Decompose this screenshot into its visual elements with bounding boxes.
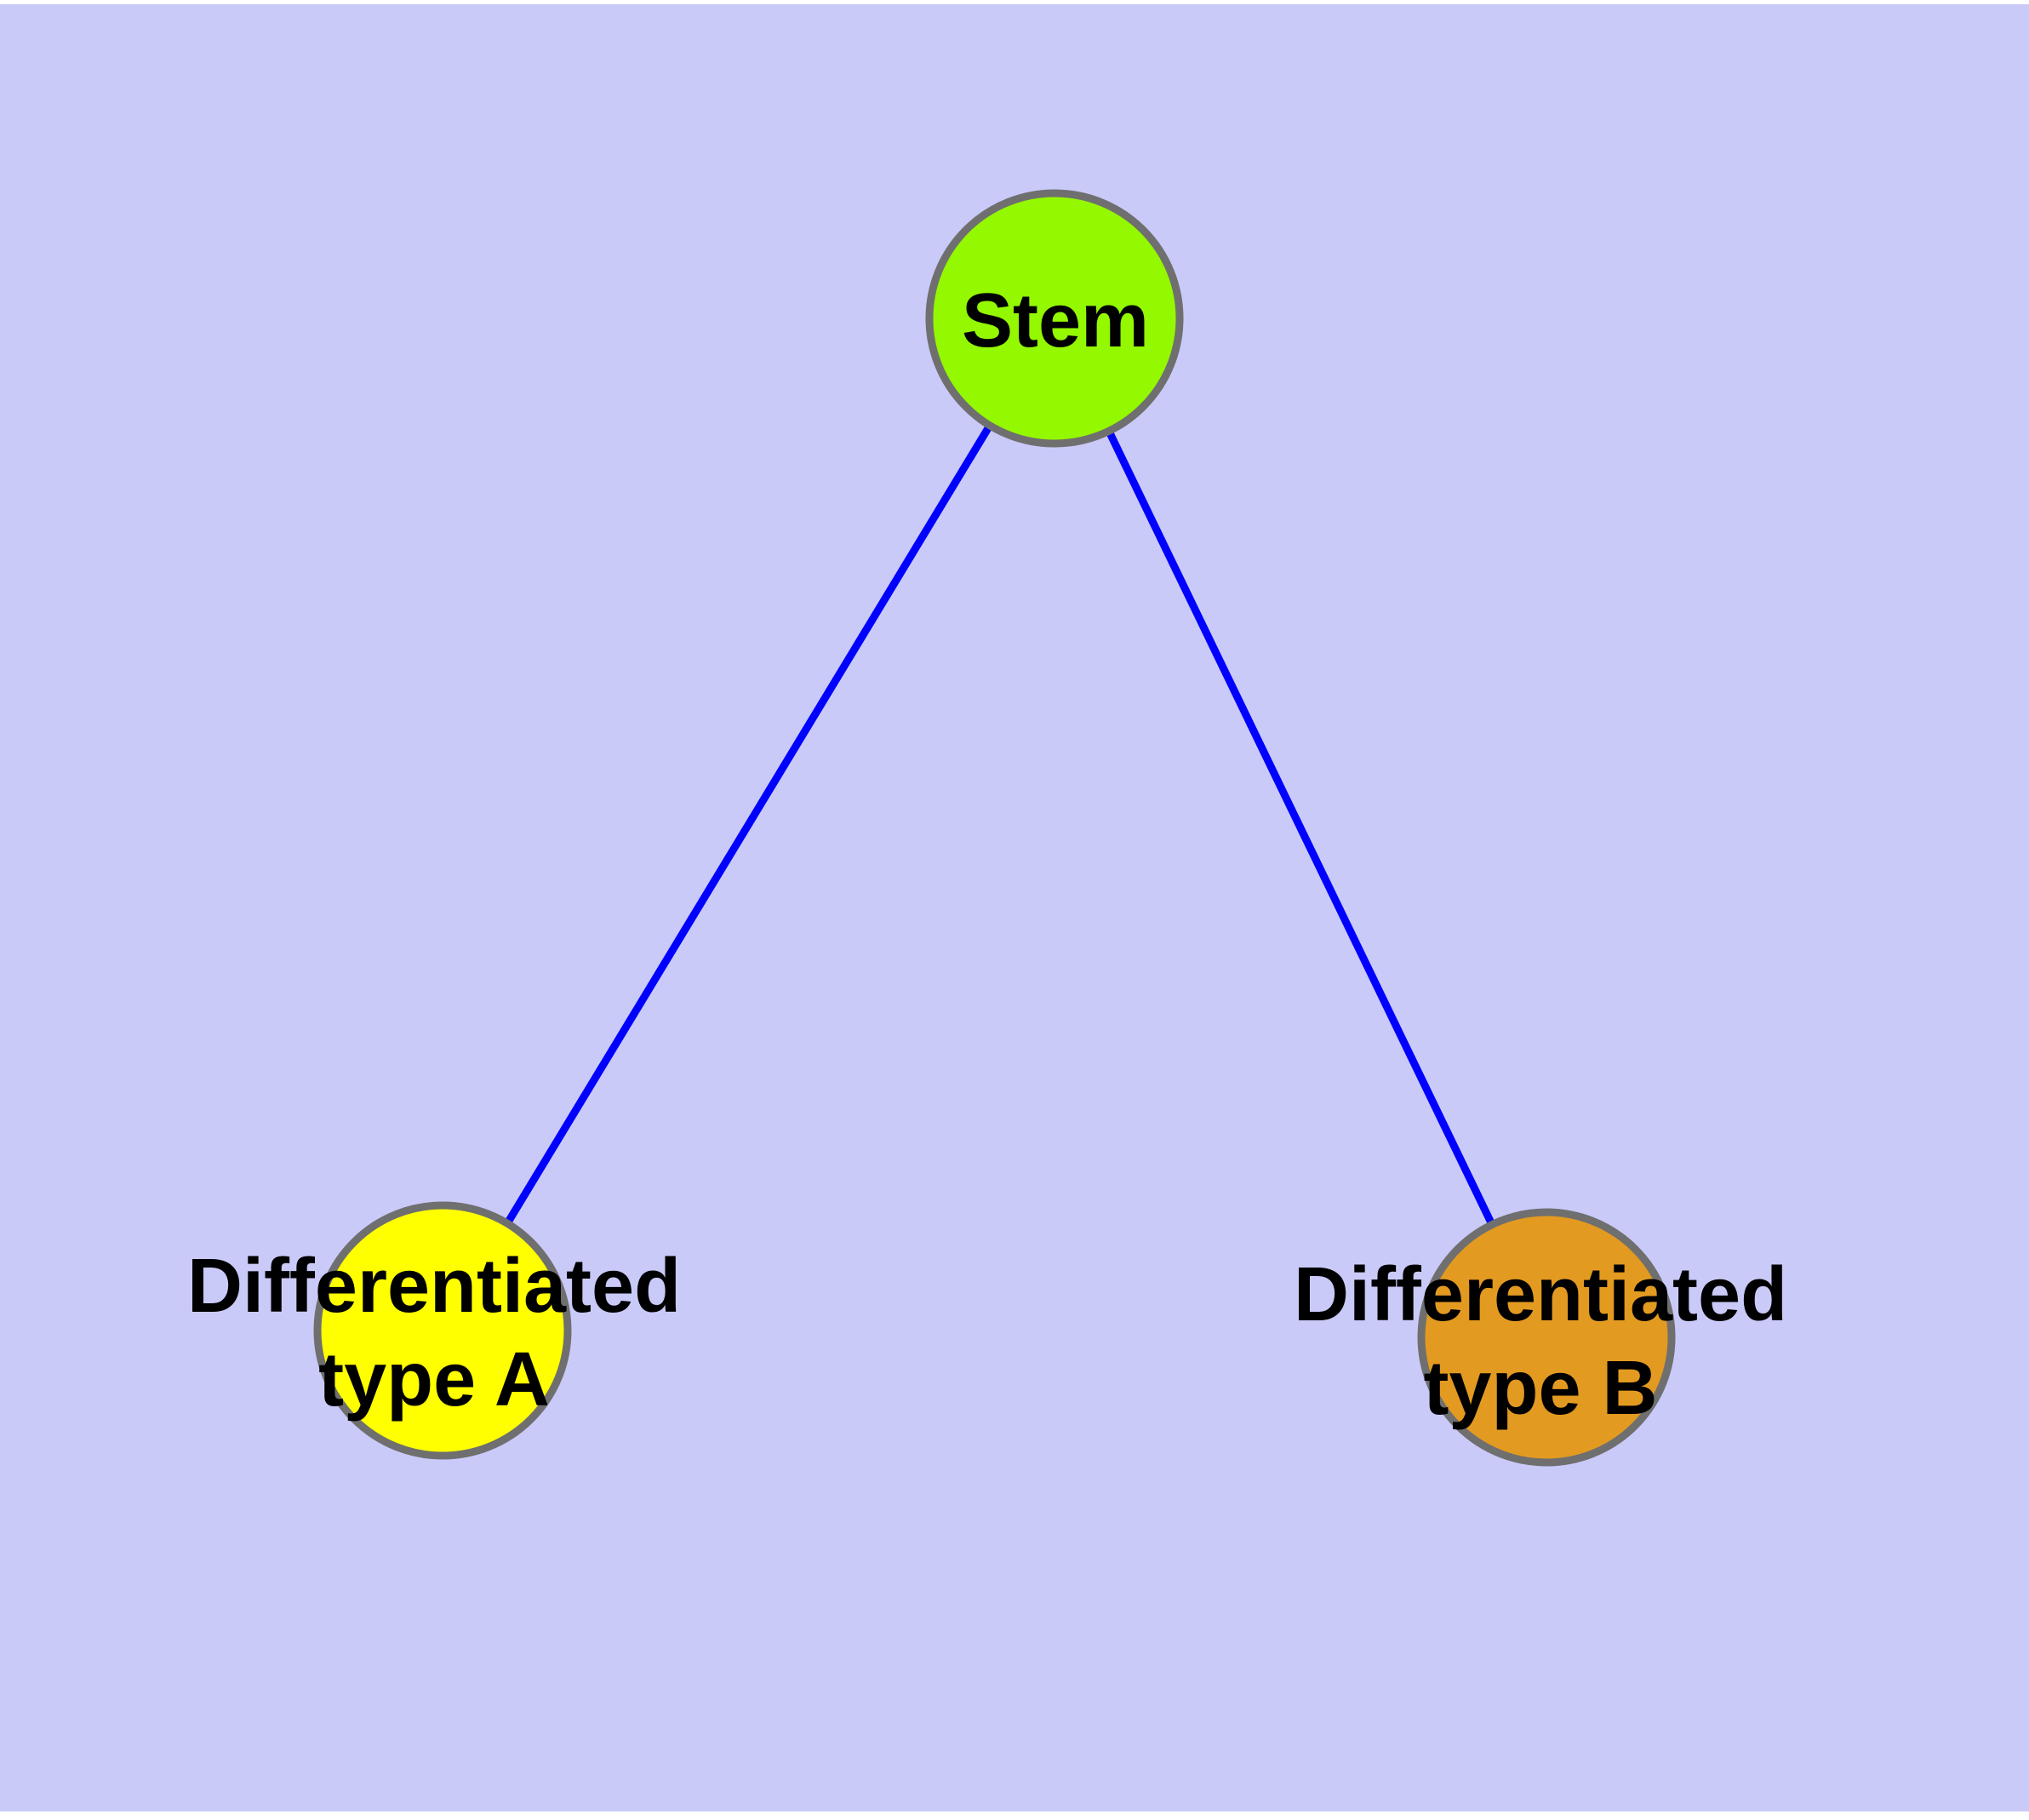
edge-stem-to-type-a: [439, 316, 1058, 1333]
node-circle-type-b: [1417, 1208, 1676, 1467]
node-circle-stem: [925, 189, 1184, 448]
edges: [439, 316, 1551, 1339]
edge-stem-to-type-b: [1050, 317, 1551, 1339]
node-circle-type-a: [313, 1201, 572, 1460]
nodes: [313, 189, 1676, 1467]
